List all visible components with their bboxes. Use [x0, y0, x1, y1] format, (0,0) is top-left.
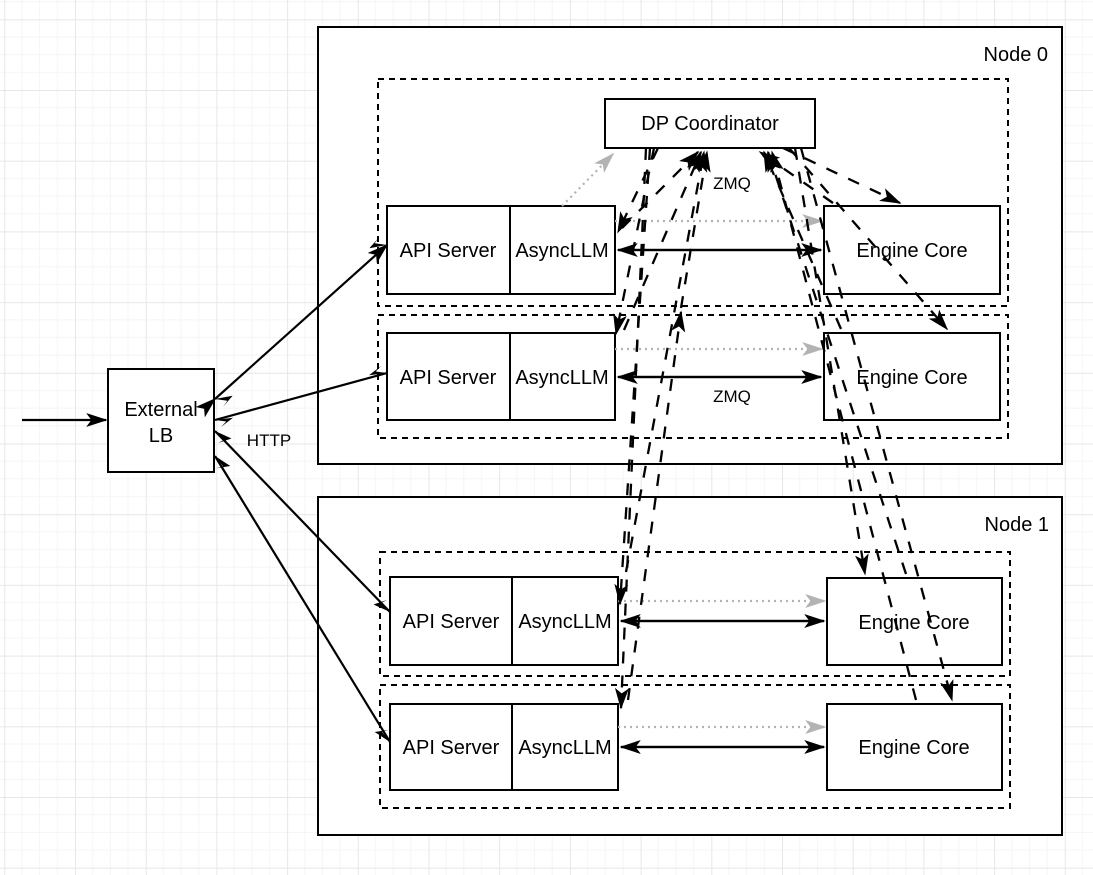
node1-row2-engine-core-label: Engine Core — [858, 737, 969, 759]
zmq-links: ZMQ — [618, 250, 824, 747]
node1-row1-frontend-box — [389, 576, 619, 666]
arrowhead-into-api1-1 — [369, 366, 387, 376]
zmq-label-coordinator: ZMQ — [713, 174, 751, 193]
node1-row2-asyncllm-label: AsyncLLM — [518, 737, 611, 759]
http-links: HTTP — [22, 237, 391, 743]
arrow-async0-coordinator-dotted — [561, 154, 613, 207]
dp-coordinator-box — [604, 98, 816, 149]
node1-row2-frontend-box — [389, 703, 619, 791]
node1-row1-api-server-label: API Server — [403, 611, 500, 633]
arrow-async0-to-coordinator — [621, 152, 698, 229]
arrow-coordinator-to-async3 — [621, 147, 648, 708]
node1-row2-api-server-label: API Server — [403, 737, 500, 759]
coordinator-links: ZMQ — [616, 146, 952, 708]
arrow-lb-node0-api1 — [215, 245, 387, 399]
node1-row1-asyncllm-label: AsyncLLM — [518, 611, 611, 633]
arrowhead-into-lb-1 — [215, 395, 233, 407]
arrow-coordinator-to-async0 — [616, 147, 660, 232]
node1: Node 1 API Server AsyncLLM Engine Core A… — [317, 496, 1063, 836]
node0-row1-api-server-label: API Server — [400, 240, 497, 262]
node0-row1-group — [377, 78, 1009, 307]
dotted-links — [561, 154, 825, 727]
arrow-coordinator-to-engine1 — [788, 147, 947, 329]
arrow-async3-to-coordinator — [679, 152, 707, 309]
zmq-label-row2: ZMQ — [713, 387, 751, 406]
node0-row2-engine-core-box — [823, 332, 1001, 421]
node1-row1-group — [379, 551, 1011, 677]
arrowhead-into-api2-1 — [373, 600, 390, 612]
arrow-lb-node1-api1 — [214, 430, 391, 613]
node1-row2-engine-core-box — [826, 703, 1003, 791]
node1-row1-engine-core-label: Engine Core — [858, 612, 969, 634]
external-lb-label-line2: LB — [149, 425, 173, 447]
node0-row2-api-server-label: API Server — [400, 367, 497, 389]
node0-row1-asyncllm-label: AsyncLLM — [515, 240, 608, 262]
arrowhead-into-lb-4 — [215, 456, 231, 469]
node1-title: Node 1 — [985, 514, 1050, 536]
arrow-async1-to-coordinator — [622, 152, 703, 331]
node0: Node 0 DP Coordinator API Server AsyncLL… — [317, 26, 1063, 465]
dp-coordinator-label: DP Coordinator — [641, 113, 779, 135]
external-lb: External LB — [107, 368, 215, 473]
node0-row1-frontend-box — [386, 205, 616, 295]
node0-row2-asyncllm-label: AsyncLLM — [515, 367, 608, 389]
arrowhead-into-lb-3 — [215, 431, 232, 443]
arrow-lb-node0-api2 — [214, 371, 388, 422]
arrow-coordinator-to-async2 — [620, 147, 652, 604]
node0-title: Node 0 — [984, 44, 1049, 66]
arrow-async3-to-row-boundary — [626, 312, 681, 701]
arrowhead-into-api0-1 — [369, 237, 387, 249]
arrow-engine1-to-coordinator — [762, 152, 843, 330]
arrowhead-into-lb-2 — [215, 417, 233, 427]
arrowhead-into-api3-1 — [374, 729, 390, 742]
http-label: HTTP — [247, 431, 291, 450]
node1-row1-engine-core-box — [826, 577, 1003, 666]
node0-row2-engine-core-label: Engine Core — [856, 367, 967, 389]
arrow-lb-node1-api2 — [214, 455, 391, 743]
external-lb-label-line1: External — [124, 399, 197, 421]
arrow-coordinator-to-engine0 — [782, 146, 900, 205]
node1-row2-group — [379, 684, 1011, 809]
arrow-engine2-to-coordinator — [766, 152, 908, 575]
